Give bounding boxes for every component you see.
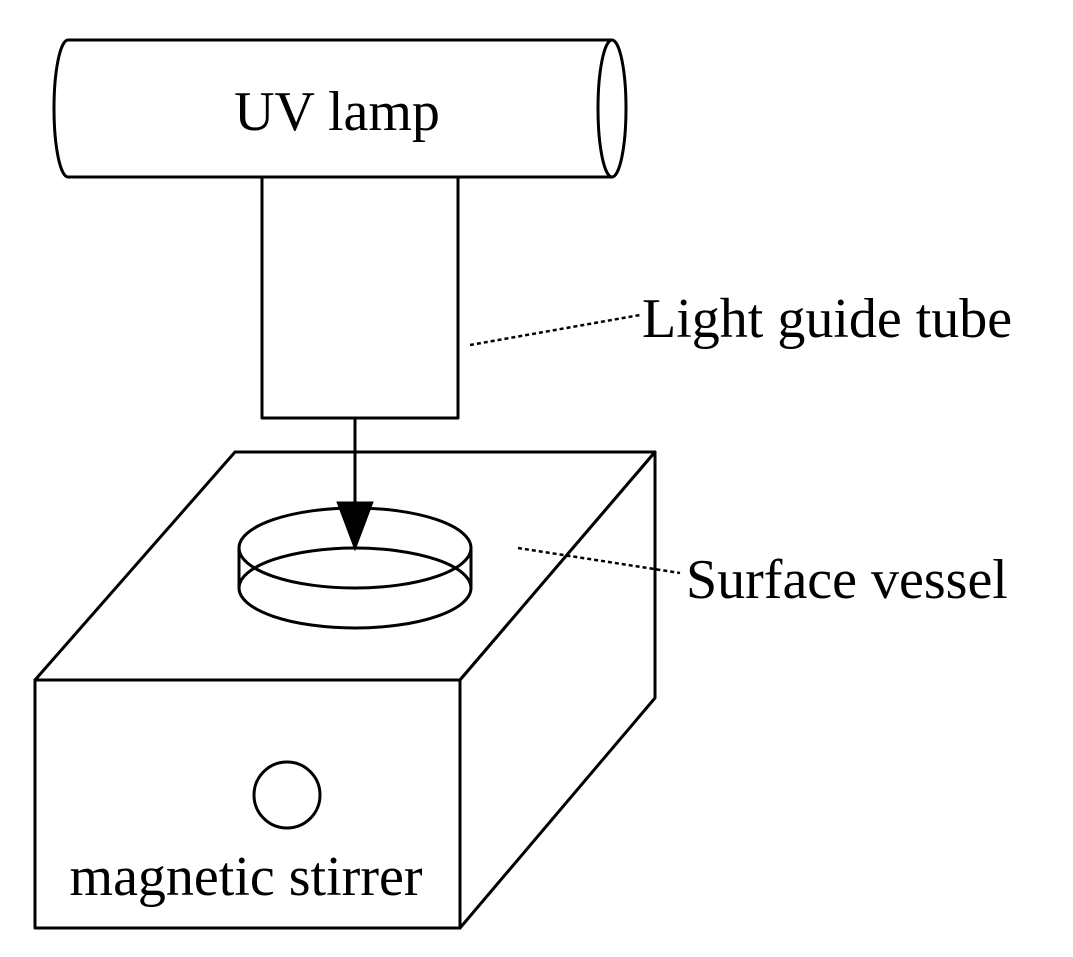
stirrer-knob: [252, 760, 322, 830]
uv-lamp-body: [52, 38, 614, 179]
light-guide-tube: [260, 171, 460, 420]
uv-lamp: [52, 38, 628, 179]
surface-vessel-leader: [517, 546, 681, 575]
surface-vessel-label: Surface vessel: [686, 549, 1008, 611]
uv-lamp-label: UV lamp: [234, 81, 440, 143]
uv-lamp-end-cap: [596, 38, 628, 179]
light-guide-tube-label: Light guide tube: [642, 288, 1012, 350]
arrow-head: [336, 501, 374, 552]
stirrer-front-face: [33, 678, 462, 930]
light-beam-arrow: [336, 418, 374, 552]
light-guide-tube-leader: [469, 313, 641, 347]
magnetic-stirrer-label: magnetic stirrer: [70, 846, 423, 908]
